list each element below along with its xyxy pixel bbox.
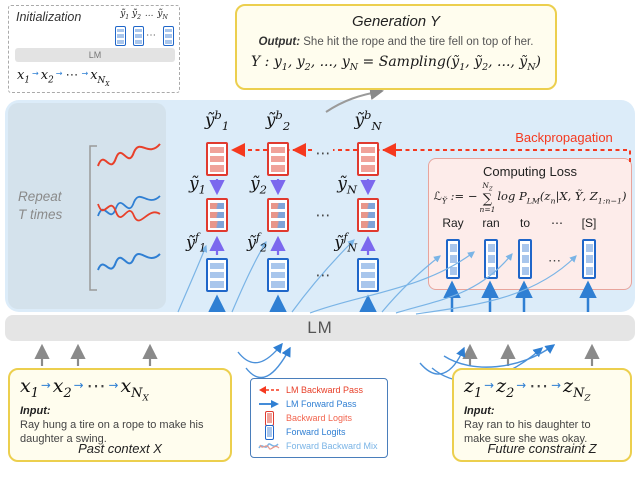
legend-row-mix: Forward Backward Mix <box>257 439 381 453</box>
backward-logit-label-1: ỹb1 <box>204 108 230 134</box>
loss-token-ran: ran <box>482 216 500 230</box>
lm-bar: LM <box>5 315 635 341</box>
past-context-input: Input: Ray hung a tire on a rope to make… <box>10 403 230 446</box>
backward-logit-label-N: ỹbN <box>354 108 382 134</box>
generation-title: Generation Y <box>351 13 441 30</box>
legend-row-lm-backward: LM Backward Pass <box>257 383 381 397</box>
forward-logits-stack-N <box>357 258 379 292</box>
input-label: Input: <box>20 405 51 418</box>
loss-token-ray: Ray <box>442 216 464 230</box>
generation-output: Output: She hit the rope and the tire fe… <box>237 36 555 48</box>
computing-loss-title: Computing Loss <box>483 164 577 179</box>
legend-row-forward-logits: Forward Logits <box>257 424 381 440</box>
summation: NZ ∑ n=1 <box>479 181 496 214</box>
input-text: Ray hung a tire on a rope to make his da… <box>20 419 204 445</box>
mixed-logit-label-2: ỹ2 <box>250 174 267 197</box>
backpropagation-label: Backpropagation <box>515 130 613 145</box>
lm-label: LM <box>307 318 333 337</box>
init-input-tokens: x1→x2→⋯→xNX <box>17 68 110 88</box>
past-context-tokens: x1→x2→⋯→xNX <box>20 375 149 404</box>
legend-row-backward-logits: Backward Logits <box>257 410 381 426</box>
mixed-logits-stack-1 <box>206 198 228 232</box>
repeat-label: Repeat T times <box>18 189 63 222</box>
loss-token-to: to <box>519 216 531 230</box>
backward-logits-icon <box>257 410 281 426</box>
init-ellipsis: ⋯ <box>146 30 156 41</box>
loss-stack-ellipsis: ⋯ <box>548 253 561 268</box>
mixed-logit-label-1: ỹ1 <box>189 174 206 197</box>
future-constraint-tokens: z1→z2→⋯→zNZ <box>464 375 591 404</box>
init-token-labels: ỹ1 ỹ2 ... ỹN <box>120 9 168 21</box>
mixed-logit-label-N: ỹN <box>337 174 357 197</box>
init-lm-bar: LM <box>15 48 175 62</box>
computing-loss-box: Computing Loss ℒỸ := − NZ ∑ n=1 log PLM(… <box>428 158 632 290</box>
forward-logit-label-N: ỹfN <box>334 231 357 255</box>
mixed-logits-stack-N <box>357 198 379 232</box>
loss-logits-stack <box>518 239 532 279</box>
forward-logits-stack-1 <box>206 258 228 292</box>
output-text: She hit the rope and the tire fell on to… <box>303 36 534 48</box>
initialization-title: Initialization <box>16 10 82 24</box>
backward-logits-stack-1 <box>206 142 228 176</box>
backward-logit-label-2: ỹb2 <box>265 108 291 134</box>
loss-formula: ℒỸ := − NZ ∑ n=1 log PLM(zn|X, Ỹ, Z1:n−1… <box>433 181 627 214</box>
input-text: Ray ran to his daughter to make sure she… <box>464 419 591 445</box>
loss-logits-stack <box>446 239 460 279</box>
init-logit-stack <box>163 26 174 46</box>
generation-box: Generation Y Output: She hit the rope an… <box>235 4 557 90</box>
sampling-formula: Y : y1, y2, ..., yN = Sampling(ỹ1, ỹ2, .… <box>250 54 542 73</box>
init-logit-stack <box>133 26 144 46</box>
loss-logits-stack <box>484 239 498 279</box>
init-logit-stack <box>115 26 126 46</box>
loss-logits-stack <box>582 239 596 279</box>
forward-logits-stack-2 <box>267 258 289 292</box>
future-constraint-caption: Future constraint Z <box>487 441 597 456</box>
future-constraint-input: Input: Ray ran to his daughter to make s… <box>454 403 630 446</box>
column-ellipsis-mid: ⋯ <box>315 206 331 224</box>
input-label: Input: <box>464 405 495 418</box>
future-constraint-box: z1→z2→⋯→zNZ Input: Ray ran to his daught… <box>452 368 632 462</box>
legend: LM Backward Pass LM Forward Pass Backwar… <box>250 378 388 458</box>
initialization-box: Initialization ỹ1 ỹ2 ... ỹN ⋯ LM x1→x2→⋯… <box>8 5 180 93</box>
backward-logits-stack-2 <box>267 142 289 176</box>
forward-backward-mix-icon <box>257 440 281 452</box>
column-ellipsis-bot: ⋯ <box>315 266 331 284</box>
backward-logits-stack-N <box>357 142 379 176</box>
forward-logits-icon <box>257 424 281 440</box>
legend-row-lm-forward: LM Forward Pass <box>257 397 381 411</box>
output-label: Output: <box>258 36 301 48</box>
loss-token-ellipsis: ⋯ <box>551 216 563 230</box>
column-ellipsis-top: ⋯ <box>313 144 333 162</box>
loss-token-s: [S] <box>581 216 597 230</box>
forward-logit-label-2: ỹf2 <box>247 231 267 255</box>
past-context-caption: Past context X <box>78 441 162 456</box>
forward-logit-label-1: ỹf1 <box>186 231 206 255</box>
lm-forward-pass-icon <box>257 398 281 410</box>
past-context-box: x1→x2→⋯→xNX Input: Ray hung a tire on a … <box>8 368 232 462</box>
mixed-logits-stack-2 <box>267 198 289 232</box>
lm-backward-pass-icon <box>257 384 281 396</box>
